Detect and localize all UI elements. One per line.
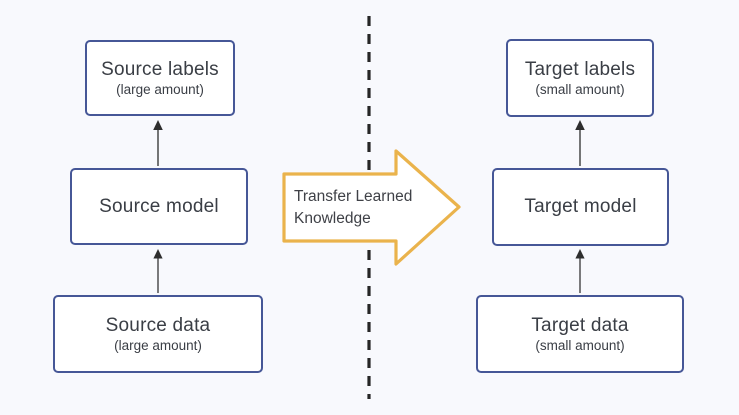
up-arrow-target-model-to-labels-icon [575,248,585,294]
target-labels-subtitle: (small amount) [535,82,625,98]
source-labels-box: Source labels (large amount) [85,40,235,116]
source-model-box: Source model [70,168,248,245]
domain-divider-dashed-line [367,16,371,399]
source-data-box: Source data (large amount) [53,295,263,373]
right-arrow-shape-icon [282,149,461,266]
up-arrow-source-model-to-labels-icon [153,248,163,294]
source-data-subtitle: (large amount) [114,338,202,354]
source-data-title: Source data [105,314,211,336]
target-model-box: Target model [492,168,669,246]
target-model-title: Target model [524,196,637,218]
source-model-title: Source model [99,195,219,217]
transfer-knowledge-arrow: Transfer Learned Knowledge [281,146,463,268]
up-arrow-source-data-to-model-icon [153,120,163,166]
target-data-box: Target data (small amount) [476,295,684,373]
target-labels-title: Target labels [524,58,636,80]
target-data-subtitle: (small amount) [535,338,625,354]
transfer-arrow-label-line2: Knowledge [294,210,371,227]
source-labels-title: Source labels [101,58,219,80]
transfer-arrow-label-line1: Transfer Learned [294,188,413,205]
source-labels-subtitle: (large amount) [116,82,204,98]
transfer-arrow-label: Transfer Learned Knowledge [294,186,412,230]
target-data-title: Target data [531,314,629,336]
up-arrow-target-data-to-model-icon [575,120,585,166]
target-labels-box: Target labels (small amount) [506,39,654,117]
